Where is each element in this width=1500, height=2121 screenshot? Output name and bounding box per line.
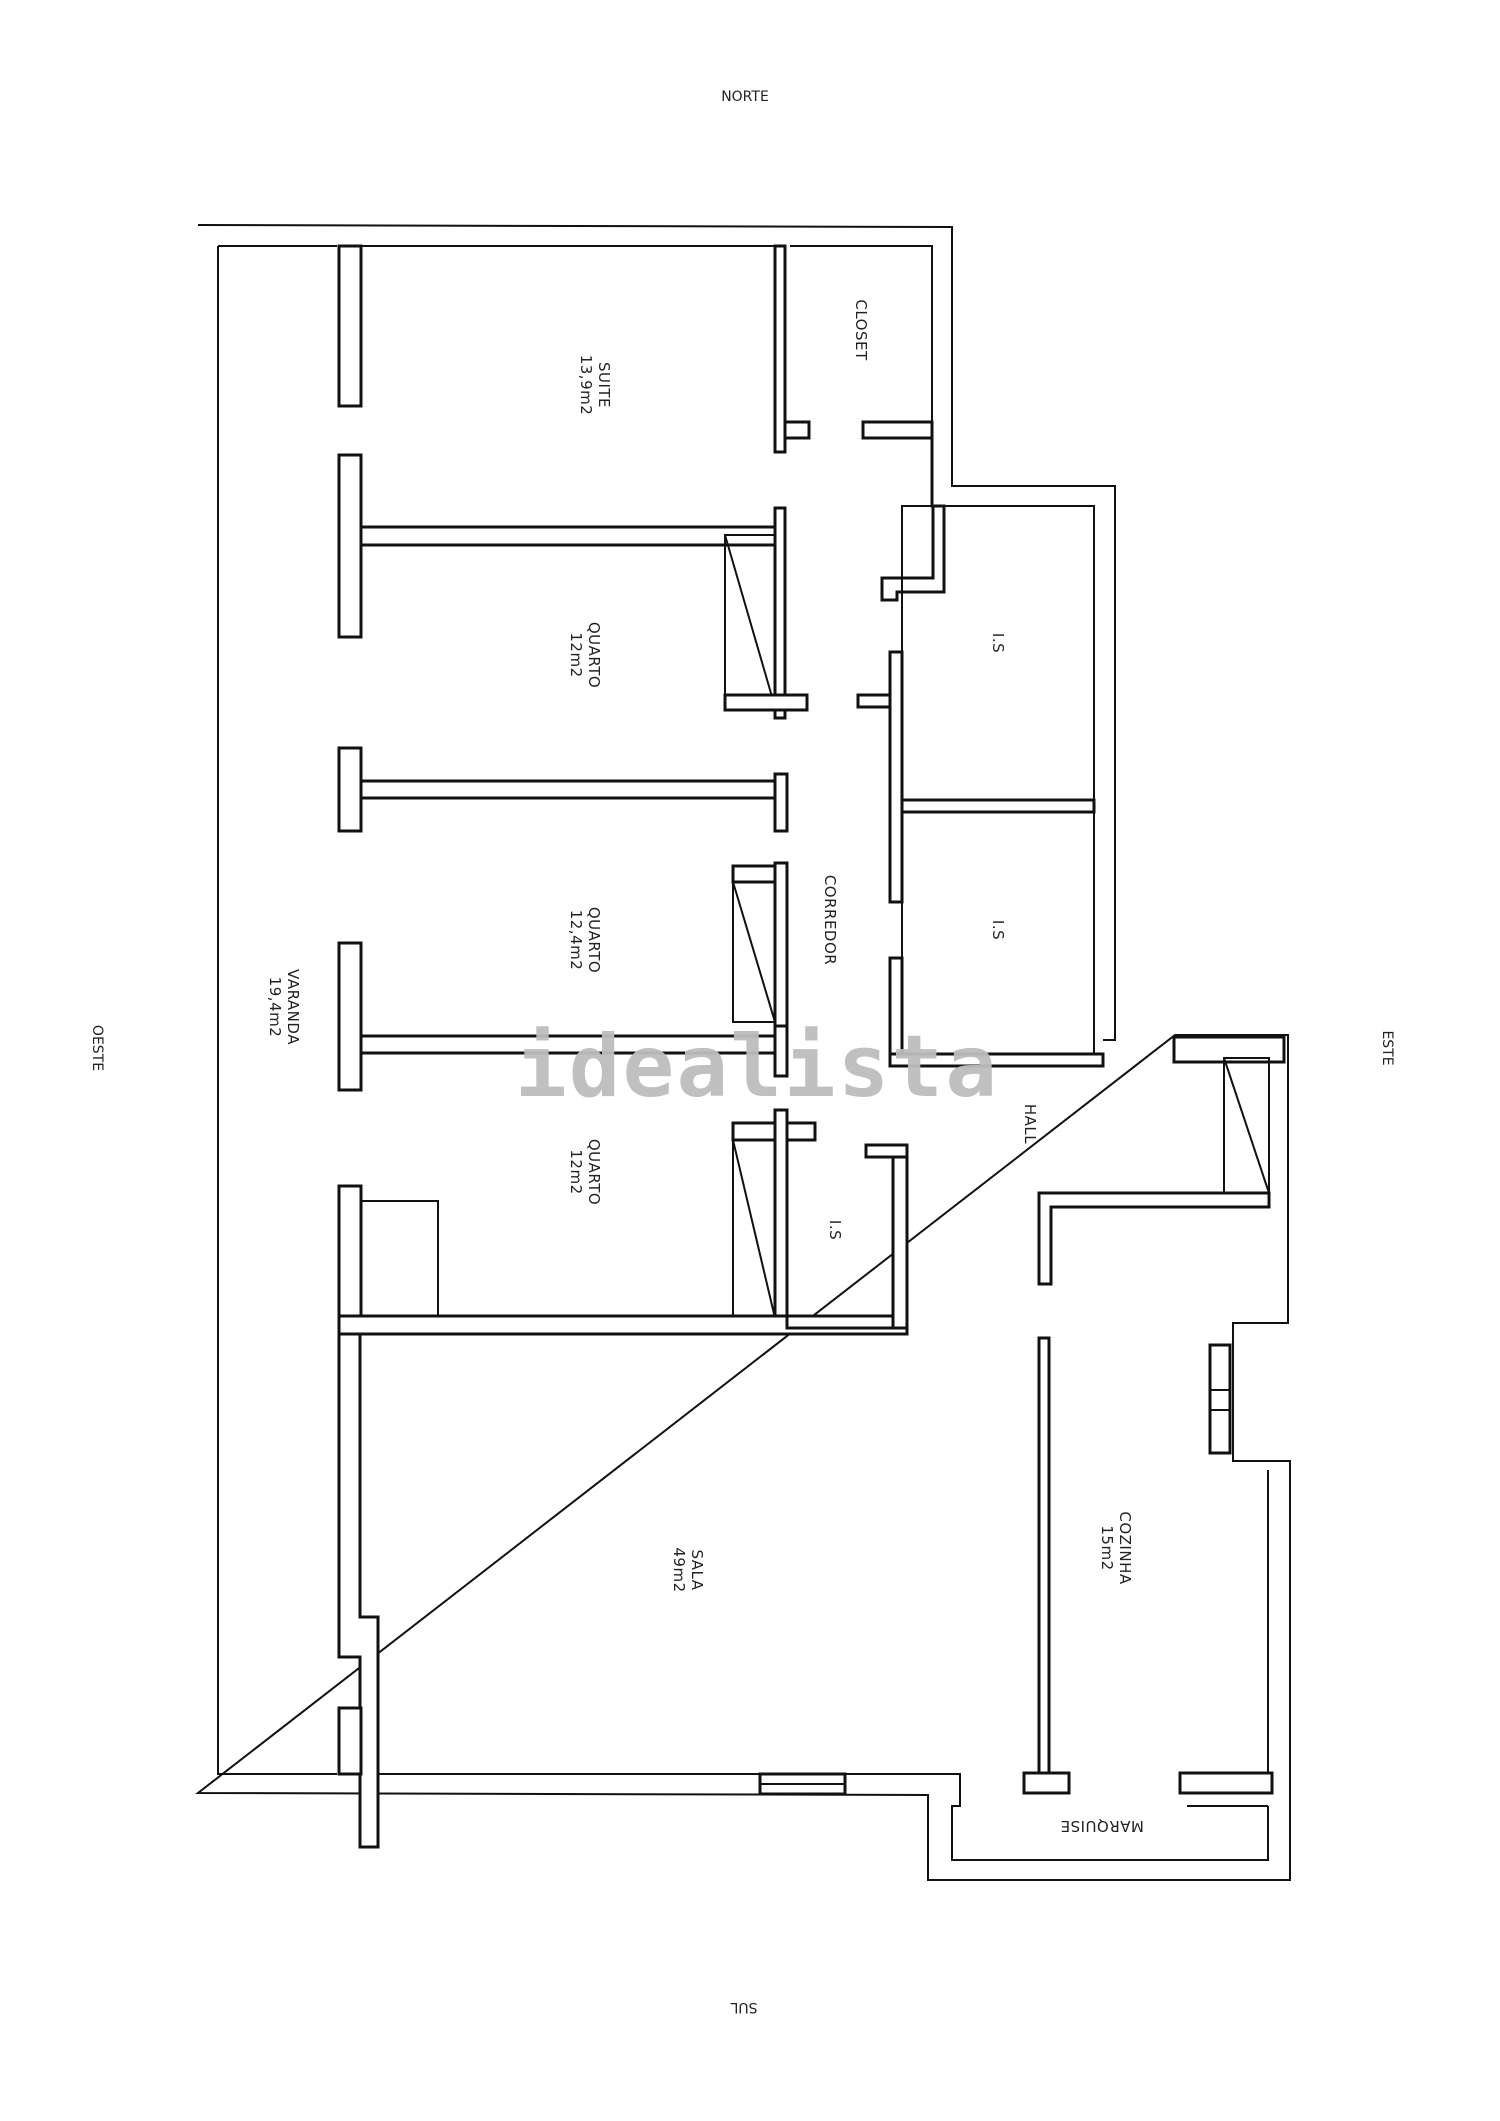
room-closet-name: CLOSET	[852, 299, 870, 361]
room-sala-area: 49m2	[670, 1547, 688, 1592]
room-is1-name: I.S	[989, 633, 1007, 653]
compass-south-label: SUL	[730, 1999, 757, 2015]
kitchen-walls	[758, 1035, 1286, 1796]
room-hall-name: HALL	[1021, 1104, 1039, 1144]
compass-east-label: ESTE	[1379, 1030, 1395, 1065]
room-cozinha-name: COZINHA	[1116, 1511, 1134, 1584]
room-quarto3-area: 12m2	[567, 1149, 585, 1194]
room-quarto2-name: QUARTO	[585, 907, 603, 973]
room-quarto1-name: QUARTO	[585, 622, 603, 688]
room-is3-name: I.S	[826, 1220, 844, 1240]
interior-walls	[337, 244, 1105, 1849]
room-corredor-name: CORREDOR	[821, 875, 839, 965]
watermark-logo: idealista	[515, 1017, 999, 1117]
room-suite-area: 13,9m2	[577, 355, 595, 416]
room-is2-name: I.S	[989, 920, 1007, 940]
room-suite-name: SUITE	[595, 362, 613, 408]
room-sala-name: SALA	[688, 1549, 706, 1590]
room-cozinha-area: 15m2	[1098, 1525, 1116, 1570]
room-quarto3-name: QUARTO	[585, 1139, 603, 1205]
room-marquise-name: MARQUISE	[1060, 1817, 1144, 1835]
room-quarto1-area: 12m2	[567, 632, 585, 677]
room-quarto2-area: 12,4m2	[567, 910, 585, 971]
compass-north-label: NORTE	[721, 89, 769, 105]
room-labels: SUITE 13,9m2 CLOSET QUARTO 12m2 QUARTO 1…	[266, 299, 1144, 1835]
room-varanda-area: 19,4m2	[266, 977, 284, 1038]
room-varanda-name: VARANDA	[284, 969, 302, 1045]
compass-west-label: OESTE	[89, 1025, 105, 1071]
